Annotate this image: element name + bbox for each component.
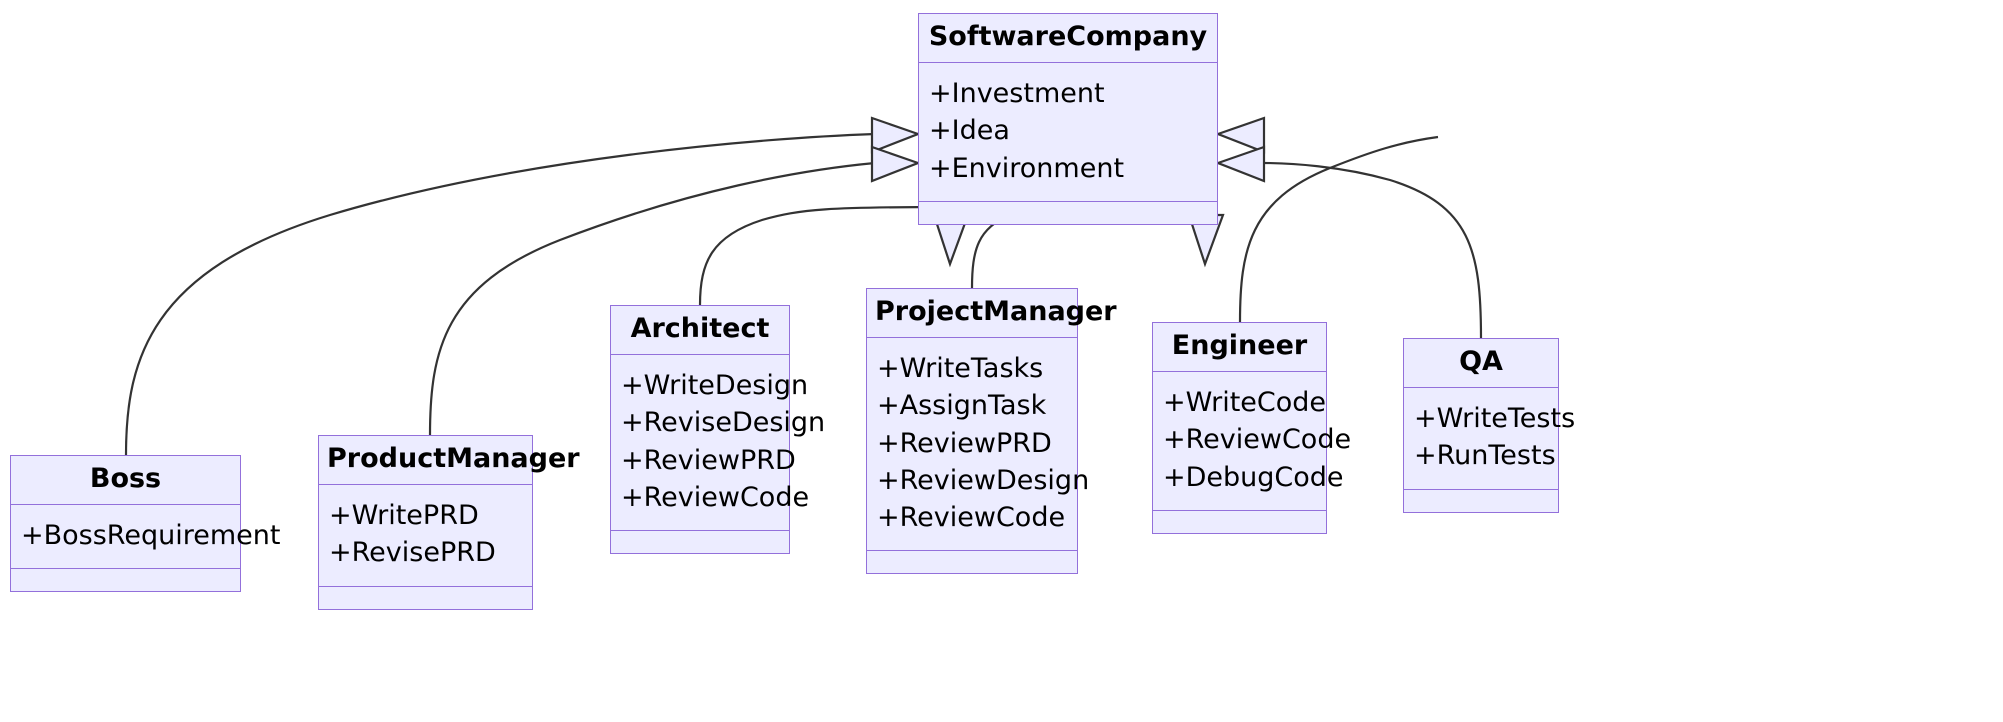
class-member: +Investment bbox=[929, 78, 1105, 110]
class-attributes-projectmanager: +WriteTasks +AssignTask +ReviewPRD +ReviewD… bbox=[867, 338, 1090, 549]
class-title-engineer: Engineer bbox=[1171, 330, 1308, 361]
class-node-engineer[interactable]: Engineer +WriteCode +ReviewCode +DebugCode bbox=[1152, 322, 1352, 534]
inheritance-arrowhead bbox=[1214, 145, 1266, 183]
class-member: +DebugCode bbox=[1163, 461, 1344, 493]
class-node-qa[interactable]: QA +WriteTests +RunTests bbox=[1403, 338, 1576, 513]
class-attributes-architect: +WriteDesign +ReviseDesign +ReviewPRD +Revi… bbox=[611, 355, 826, 529]
class-methods-qa bbox=[1404, 490, 1558, 512]
class-member: +WriteCode bbox=[1163, 387, 1327, 419]
class-separator bbox=[919, 62, 1217, 64]
class-title-qa: QA bbox=[1459, 346, 1503, 377]
class-attributes-softwarecompany: +Investment +Idea +Environment bbox=[919, 63, 1217, 200]
inheritance-arrowhead bbox=[870, 116, 922, 154]
class-member: +ReviewCode bbox=[621, 481, 810, 513]
class-methods-softwarecompany bbox=[919, 202, 1217, 224]
class-member: +ReviewDesign bbox=[877, 464, 1090, 496]
edge-qa-to-softwarecompany bbox=[1214, 145, 1483, 339]
class-attributes-boss: +BossRequirement bbox=[11, 505, 281, 568]
class-member: +RevisePRD bbox=[329, 537, 496, 569]
class-separator bbox=[1153, 371, 1326, 373]
class-member: +ReviewCode bbox=[877, 501, 1066, 533]
class-attributes-engineer: +WriteCode +ReviewCode +DebugCode bbox=[1153, 372, 1352, 509]
class-member: +AssignTask bbox=[877, 390, 1047, 422]
class-title-productmanager: ProductManager bbox=[327, 443, 580, 474]
class-separator bbox=[11, 504, 240, 506]
class-node-boss[interactable]: Boss +BossRequirement bbox=[10, 455, 281, 593]
class-member: +ReviewPRD bbox=[877, 427, 1052, 459]
class-title-softwarecompany: SoftwareCompany bbox=[928, 21, 1208, 52]
class-separator bbox=[611, 529, 789, 531]
class-methods-engineer bbox=[1153, 511, 1326, 533]
class-title-architect: Architect bbox=[630, 313, 770, 344]
class-node-architect[interactable]: Architect +WriteDesign +ReviseDesign +Revi… bbox=[610, 305, 826, 554]
class-member: +ReviewPRD bbox=[621, 444, 796, 476]
class-member: +WriteTests bbox=[1414, 403, 1576, 435]
class-methods-projectmanager bbox=[867, 551, 1077, 573]
class-member: +WritePRD bbox=[329, 500, 479, 532]
inheritance-arrowhead bbox=[870, 145, 922, 183]
class-member: +Environment bbox=[929, 152, 1125, 184]
class-separator bbox=[11, 568, 240, 570]
class-member: +ReviseDesign bbox=[621, 407, 826, 439]
class-attributes-qa: +WriteTests +RunTests bbox=[1404, 388, 1576, 488]
inheritance-arrowhead bbox=[1214, 116, 1266, 154]
class-member: +WriteDesign bbox=[621, 370, 809, 402]
class-node-softwarecompany[interactable]: SoftwareCompany +Investment +Idea +Environ… bbox=[918, 13, 1218, 225]
class-methods-architect bbox=[611, 531, 789, 553]
class-methods-productmanager bbox=[319, 587, 532, 609]
class-separator bbox=[1404, 488, 1558, 490]
class-separator bbox=[867, 549, 1077, 551]
class-separator bbox=[919, 200, 1217, 202]
class-separator bbox=[1404, 387, 1558, 389]
class-node-projectmanager[interactable]: ProjectManager +WriteTasks +AssignTask +Re… bbox=[866, 288, 1117, 574]
class-title-boss: Boss bbox=[89, 463, 162, 494]
class-member: +BossRequirement bbox=[21, 520, 281, 552]
class-separator bbox=[867, 337, 1077, 339]
edge-engineer-to-softwarecompany bbox=[1214, 116, 1439, 323]
class-member: +RunTests bbox=[1414, 440, 1556, 472]
class-node-productmanager[interactable]: ProductManager +WritePRD +RevisePRD bbox=[318, 435, 580, 610]
class-separator bbox=[319, 484, 532, 486]
class-separator bbox=[319, 585, 532, 587]
class-separator bbox=[1153, 509, 1326, 511]
class-member: +WriteTasks bbox=[877, 353, 1044, 385]
class-methods-boss bbox=[11, 569, 240, 591]
class-separator bbox=[611, 354, 789, 356]
class-member: +ReviewCode bbox=[1163, 424, 1352, 456]
edge-boss-to-softwarecompany bbox=[124, 116, 922, 456]
class-member: +Idea bbox=[929, 115, 1010, 147]
class-attributes-productmanager: +WritePRD +RevisePRD bbox=[319, 485, 532, 585]
class-title-projectmanager: ProjectManager bbox=[875, 296, 1117, 327]
